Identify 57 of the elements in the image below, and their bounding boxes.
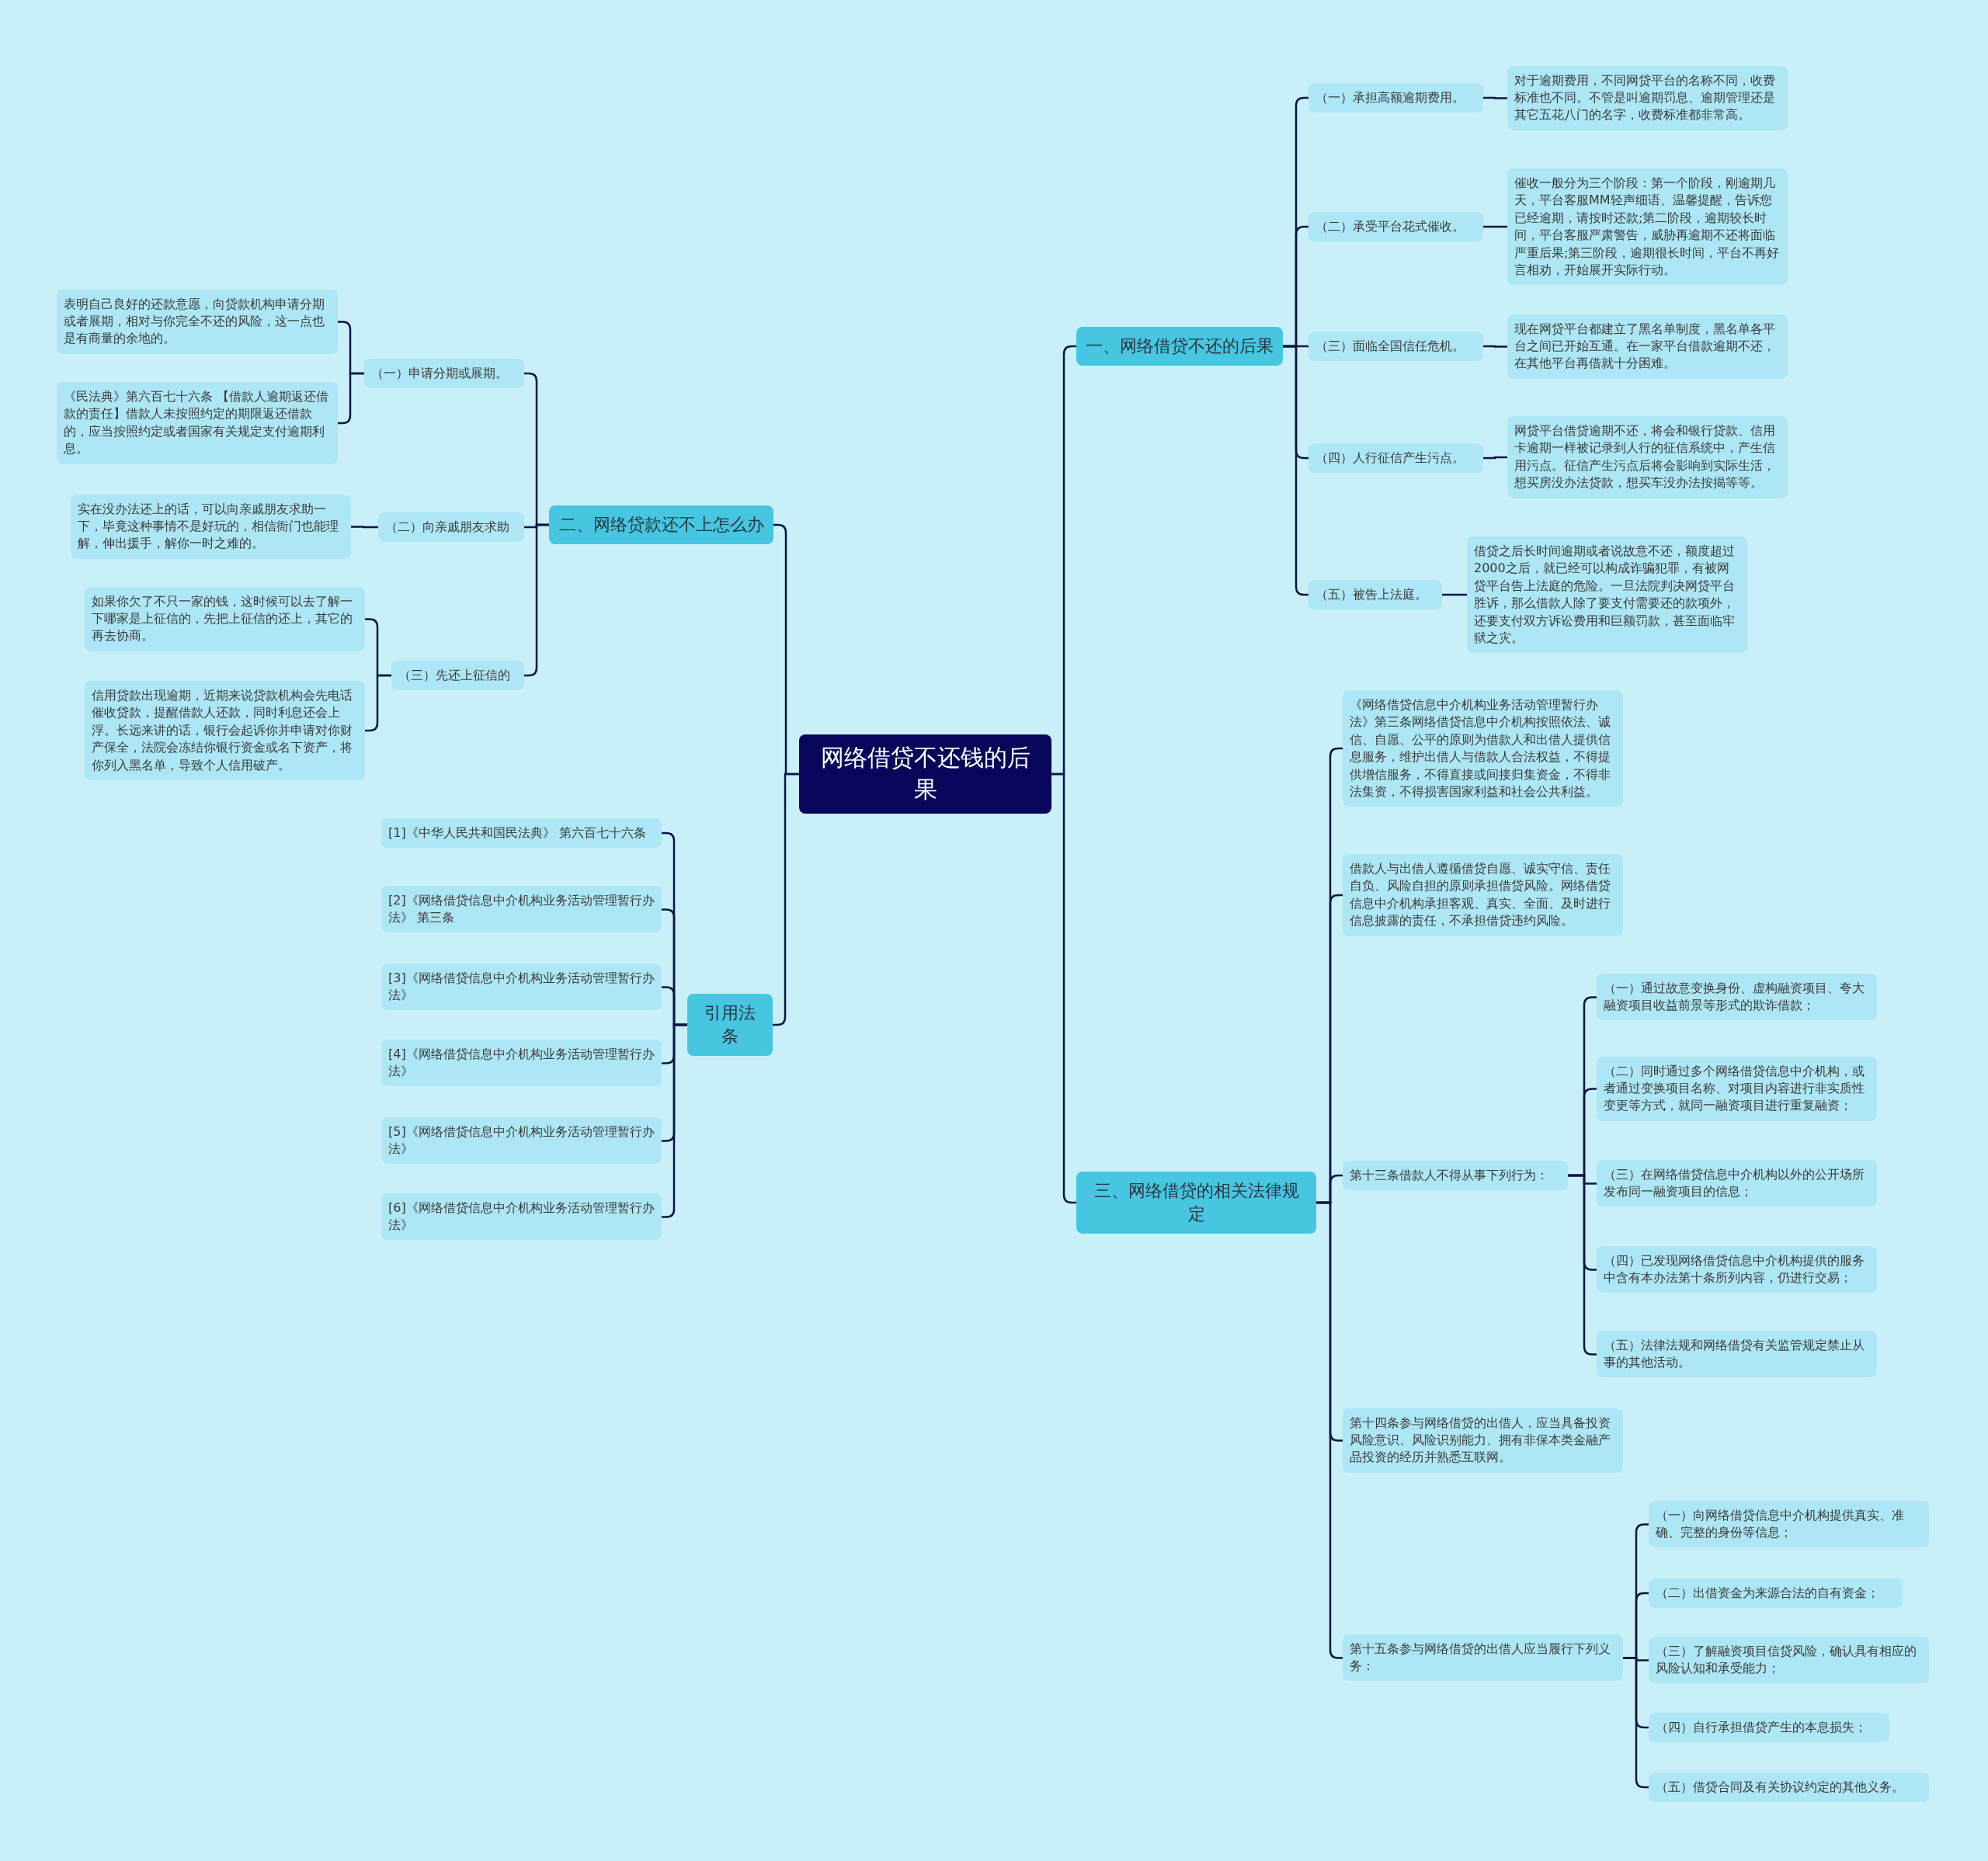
central-topic: 网络借贷不还钱的后果 [799, 734, 1051, 814]
connector-line [1483, 96, 1507, 99]
topic-card: [6]《网络借贷信息中介机构业务活动管理暂行办法》 [381, 1193, 662, 1241]
topic-card: （二）向亲戚朋友求助 [378, 512, 524, 543]
topic-card: [1]《中华人民共和国民法典》 第六百七十六条 [381, 818, 662, 849]
topic-card: （一）承担高额逾期费用。 [1309, 83, 1483, 113]
topic-card: （五）借贷合同及有关协议约定的其他义务。 [1649, 1772, 1929, 1803]
topic-card: （二）同时通过多个网络借贷信息中介机构，或者通过变换项目名称、对项目内容进行非实质性变更等方式，就同一融资项目进行重复融资； [1597, 1056, 1877, 1121]
topic-card: 现在网贷平台都建立了黑名单制度，黑名单各平台之间已开始互通。在一家平台借款逾期不还，在其他平台再借就十分困难。 [1507, 314, 1788, 379]
topic-card: 实在没办法还上的话，可以向亲戚朋友求助一下，毕竟这种事情不是好玩的，相信衙门也能理解，伸出援手，解你一时之难的。 [71, 494, 351, 559]
connector-line [1483, 225, 1507, 228]
topic-card: （五）被告上法庭。 [1309, 580, 1442, 610]
topic-card: [5]《网络借贷信息中介机构业务活动管理暂行办法》 [381, 1116, 662, 1165]
connector-line [1283, 345, 1309, 596]
topic-card: 表明自己良好的还款意愿，向贷款机构申请分期或者展期，相对与你完全不还的风险，这一点也是有商量的余地的。 [57, 289, 338, 354]
topic-card: [4]《网络借贷信息中介机构业务活动管理暂行办法》 [381, 1039, 662, 1087]
topic-card: （四）自行承担借贷产生的本息损失； [1649, 1713, 1889, 1743]
connector-line [1568, 1174, 1597, 1356]
topic-card: 第十五条参与网络借贷的出借人应当履行下列义务： [1343, 1634, 1623, 1682]
connector-line [662, 1023, 687, 1218]
topic-card: 网贷平台借贷逾期不还，将会和银行贷款、信用卡逾期一样被记录到人行的征信系统中，产生信用污点。征信产生污点后将会影响到实际生活，想买房没办法贷款，想买车没办法按揭等等。 [1507, 416, 1788, 498]
topic-card: 对于逾期费用，不同网贷平台的名称不同，收费标准也不同。不管是叫逾期罚息、逾期管理还是其它五花八门的名字，收费标准都非常高。 [1507, 65, 1788, 130]
topic-card: （四）人行征信产生污点。 [1309, 443, 1483, 474]
branch-topic: 二、网络贷款还不上怎么办 [549, 505, 773, 544]
topic-card: （三）面临全国信任危机。 [1309, 332, 1483, 362]
topic-card: 催收一般分为三个阶段：第一个阶段，刚逾期几天，平台客服MM轻声细语、温馨提醒，告诉您已经逾期，请按时还款;第二阶段，逾期较长时间，平台客服严肃警告，威胁再逾期不还将面临严重后果;第三阶段，逾期很长时间，平台不再好言相劝，开始展开实际行动。 [1507, 168, 1788, 286]
connector-line [773, 773, 799, 1026]
connector-line [1483, 456, 1507, 460]
connector-line [1442, 593, 1467, 596]
branch-topic: 引用法条 [687, 994, 773, 1056]
topic-card: （四）已发现网络借贷信息中介机构提供的服务中含有本办法第十条所列内容，仍进行交易； [1597, 1245, 1877, 1293]
branch-topic: 一、网络借贷不还的后果 [1076, 327, 1283, 366]
topic-card: （二）出借资金为来源合法的自有资金； [1649, 1578, 1903, 1609]
topic-card: （一）向网络借贷信息中介机构提供真实、准确、完整的身份等信息； [1649, 1500, 1929, 1548]
topic-card: 如果你欠了不只一家的钱，这时候可以去了解一下哪家是上征信的，先把上征信的还上，其它的再去协商。 [85, 586, 365, 651]
topic-card: （一）通过故意变换身份、虚构融资项目、夸大融资项目收益前景等形式的欺诈借款； [1597, 973, 1877, 1021]
topic-card: 信用贷款出现逾期，近期来说贷款机构会先电话催收贷款，提醒借款人还款，同时利息还会上浮。长远来讲的话，银行会起诉你并申请对你财产保全，法院会冻结你银行资金或名下资产，将你列入黑名单，导致个人信用破产。 [85, 681, 365, 780]
topic-card: （三）了解融资项目信贷风险，确认具有相应的风险认知和承受能力； [1649, 1636, 1929, 1684]
topic-card: （三）在网络借贷信息中介机构以外的公开场所发布同一融资项目的信息； [1597, 1159, 1877, 1207]
topic-card: （二）承受平台花式催收。 [1309, 212, 1483, 242]
topic-card: 第十三条借款人不得从事下列行为： [1343, 1161, 1568, 1191]
topic-card: 借款人与出借人遵循借贷自愿、诚实守信、责任自负、风险自担的原则承担借贷风险。网络借贷信息中介机构承担客观、真实、全面、及时进行信息披露的责任，不承担借贷违约风险。 [1343, 854, 1623, 936]
connector-line [351, 526, 378, 529]
topic-card: 《民法典》第六百七十六条 【借款人逾期返还借款的责任】借款人未按照约定的期限返还借款的，应当按照约定或者国家有关规定支付逾期利息。 [57, 382, 338, 464]
topic-card: 借贷之后长时间逾期或者说故意不还，额度超过2000之后，就已经可以构成诈骗犯罪，有被网贷平台告上法庭的危险。一旦法院判决网贷平台胜诉，那么借款人除了要支付需要还的款项外，还要支付双方诉讼费用和巨额罚款，甚至面临牢狱之灾。 [1467, 536, 1747, 654]
topic-card: 第十四条参与网络借贷的出借人，应当具备投资风险意识、风险识别能力、拥有非保本类金融产品投资的经历并熟悉互联网。 [1343, 1408, 1623, 1473]
topic-card: [3]《网络借贷信息中介机构业务活动管理暂行办法》 [381, 963, 662, 1011]
topic-card: （一）申请分期或展期。 [364, 359, 524, 389]
topic-card: [2]《网络借贷信息中介机构业务活动管理暂行办法》 第三条 [381, 885, 662, 933]
topic-card: （五）法律法规和网络借贷有关监管规定禁止从事的其他活动。 [1597, 1330, 1877, 1378]
connector-line [524, 523, 549, 677]
connector-line [1483, 345, 1507, 348]
connector-line [365, 674, 391, 732]
branch-topic: 三、网络借贷的相关法律规定 [1076, 1172, 1316, 1234]
topic-card: 《网络借贷信息中介机构业务活动管理暂行办法》第三条网络借贷信息中介机构按照依法、诚信、自愿、公平的原则为借款人和出借人提供信息服务，维护出借人与借款人合法权益，不得提供增信服务，不得直接或间接归集资金，不得非法集资，不得损害国家利益和社会公共利益。 [1343, 690, 1623, 807]
connector-line [338, 372, 364, 425]
topic-card: （三）先还上征信的 [391, 661, 524, 691]
